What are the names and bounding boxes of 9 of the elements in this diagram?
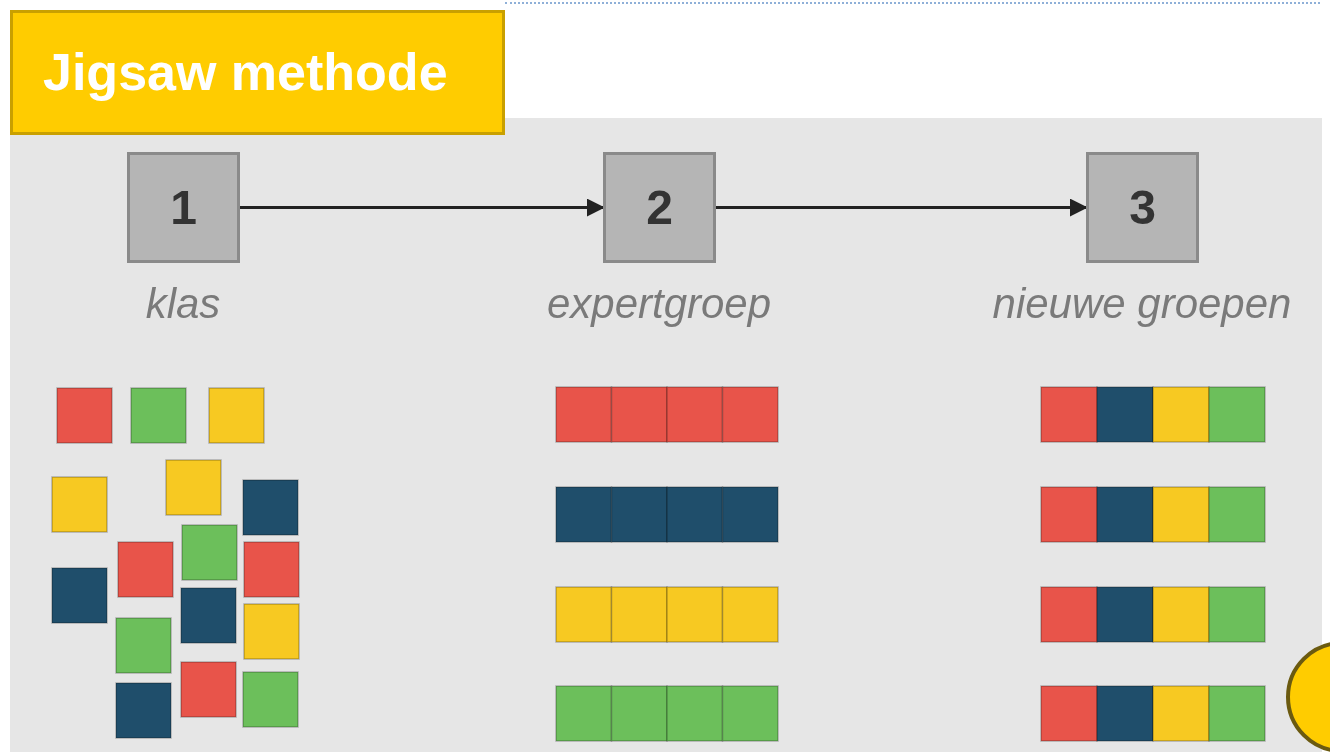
arrow	[716, 198, 1088, 217]
step-number-box: 1	[127, 152, 240, 263]
step-caption: klas	[145, 280, 221, 328]
step-number-box: 2	[603, 152, 716, 263]
step-caption: nieuwe groepen	[992, 280, 1292, 328]
arrow	[240, 198, 605, 217]
step-caption: expertgroep	[546, 280, 772, 328]
title-banner: Jigsaw methode	[10, 10, 505, 135]
step-number-box: 3	[1086, 152, 1199, 263]
